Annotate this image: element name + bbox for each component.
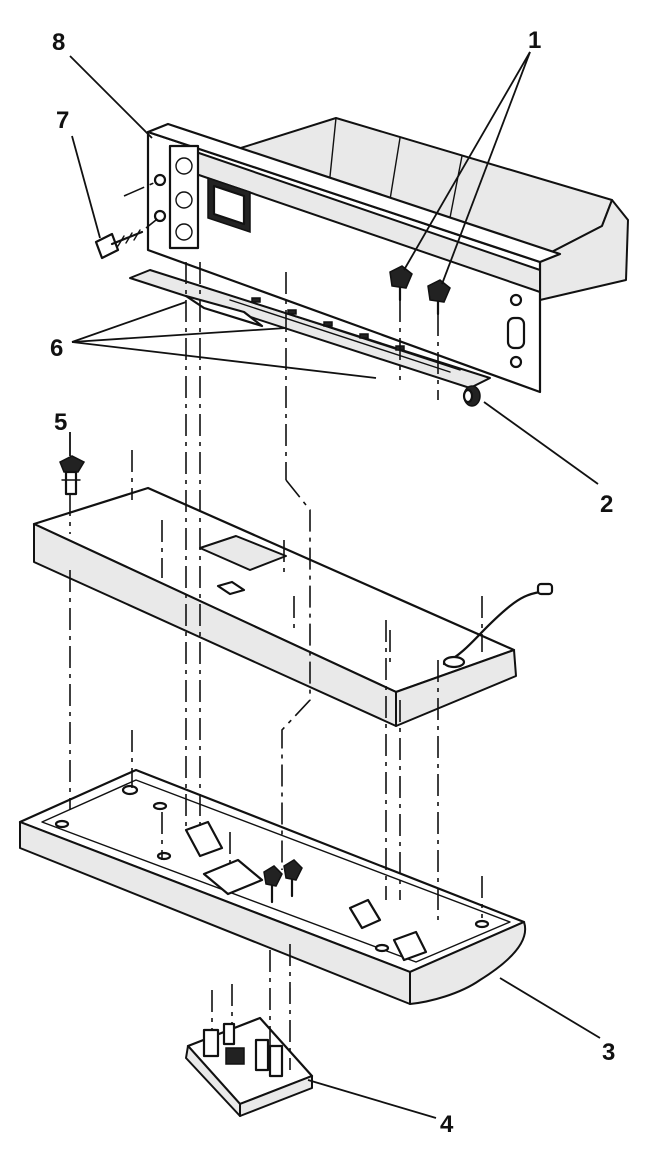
- callout-3: 3: [602, 1039, 615, 1066]
- assembly-lines: [69, 262, 483, 1070]
- callout-6: 6: [50, 335, 63, 362]
- middle-panel: [32, 486, 554, 727]
- tray-3: [18, 768, 527, 1005]
- console-housing: [129, 117, 629, 394]
- screw-1-left: [389, 265, 413, 302]
- leader-1a: [403, 51, 531, 271]
- leader-6c: [71, 341, 377, 379]
- push-pin-5: [59, 455, 86, 496]
- callout-4: 4: [440, 1111, 454, 1138]
- callout-labels: 8 7 1 6 2 5 3 4: [50, 27, 615, 1138]
- nut-2: [462, 385, 481, 407]
- screw-7: [94, 229, 144, 260]
- leader-8: [69, 55, 153, 139]
- leader-6a: [71, 301, 187, 343]
- leader-3: [499, 977, 601, 1039]
- callout-5: 5: [54, 409, 67, 436]
- leader-2: [483, 401, 599, 485]
- callout-8: 8: [52, 29, 65, 56]
- callout-2: 2: [600, 491, 613, 518]
- switch-module-4: [185, 1016, 314, 1117]
- screw-1-right: [427, 279, 451, 316]
- callout-7: 7: [56, 107, 69, 134]
- leader-1b: [441, 51, 531, 285]
- leader-6b: [71, 327, 287, 343]
- leader-lines: [69, 51, 601, 1119]
- leader-7: [71, 135, 101, 239]
- callout-1: 1: [528, 27, 541, 54]
- leader-4: [307, 1079, 437, 1119]
